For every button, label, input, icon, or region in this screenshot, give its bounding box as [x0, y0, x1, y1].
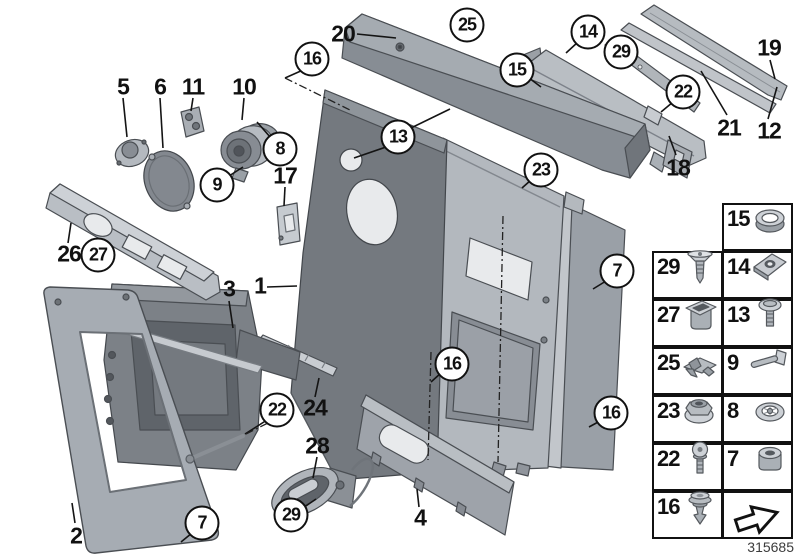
legend-cell-7[interactable]: 7 — [722, 443, 793, 491]
part-trim-strip-12 — [620, 22, 777, 114]
part-speaker-cover-6 — [143, 150, 195, 212]
callout-10[interactable]: 10 — [232, 73, 257, 100]
legend-item-number: 8 — [727, 398, 739, 423]
legend-item-number: 25 — [657, 350, 681, 375]
flange-nut-icon — [680, 389, 720, 440]
leader-lines — [67, 33, 778, 543]
callout-circled-9[interactable]: 9 — [199, 167, 235, 203]
callout-circled-14[interactable]: 14 — [570, 14, 606, 50]
metal-clip-icon — [680, 341, 720, 392]
legend-cell-8[interactable]: 8 — [722, 395, 793, 443]
legend-cell-direction-arrow[interactable] — [722, 491, 793, 539]
callout-1[interactable]: 1 — [254, 272, 267, 299]
legend-item-number: 7 — [727, 446, 739, 471]
part-bracket-11 — [180, 106, 205, 138]
part-switch-trim-26 — [45, 183, 221, 301]
ring-grommet-icon — [750, 197, 790, 248]
legend-cell-13[interactable]: 13 — [722, 298, 793, 347]
callout-circled-27[interactable]: 27 — [80, 237, 116, 273]
part-frame-2 — [43, 286, 220, 554]
legend-cell-16[interactable]: 16 — [652, 491, 723, 539]
callout-19[interactable]: 19 — [757, 34, 782, 61]
part-tweeter-5 — [114, 138, 150, 168]
round-head-screw-icon — [750, 293, 790, 344]
callout-18[interactable]: 18 — [666, 154, 691, 181]
clip-nut-icon — [750, 245, 790, 296]
callout-circled-7[interactable]: 7 — [599, 253, 635, 289]
legend-item-number: 22 — [657, 446, 681, 471]
legend-item-number: 29 — [657, 254, 681, 279]
callout-21[interactable]: 21 — [717, 114, 742, 141]
callout-4[interactable]: 4 — [414, 504, 427, 531]
callout-12[interactable]: 12 — [757, 117, 782, 144]
part-bracket-17 — [276, 202, 301, 246]
legend-item-number: 9 — [727, 350, 739, 375]
part-long-screw-22 — [185, 434, 245, 464]
part-door-panel-1 — [290, 89, 448, 481]
callout-circled-13[interactable]: 13 — [380, 119, 416, 155]
callout-circled-22[interactable]: 22 — [665, 74, 701, 110]
callout-circled-29[interactable]: 29 — [603, 34, 639, 70]
legend-item-number: 15 — [727, 206, 751, 231]
callout-5[interactable]: 5 — [117, 73, 130, 100]
callout-circled-15[interactable]: 15 — [499, 52, 535, 88]
callout-circled-23[interactable]: 23 — [523, 152, 559, 188]
legend-cell-22[interactable]: 22 — [652, 441, 723, 491]
callout-24[interactable]: 24 — [303, 394, 328, 421]
callout-3[interactable]: 3 — [223, 275, 236, 302]
part-trim-strip-19 — [640, 4, 788, 101]
legend-item-number: 27 — [657, 302, 681, 327]
callout-26[interactable]: 26 — [57, 240, 82, 267]
callout-circled-16[interactable]: 16 — [434, 346, 470, 382]
callout-28[interactable]: 28 — [305, 432, 330, 459]
torx-screw-icon — [680, 437, 720, 488]
callout-circled-16[interactable]: 16 — [593, 395, 629, 431]
legend-cell-9[interactable]: 9 — [722, 347, 793, 395]
countersunk-screw-icon — [680, 245, 720, 296]
callout-20[interactable]: 20 — [331, 20, 356, 47]
part-carrier-panel-13 — [433, 137, 565, 478]
collar-nut-icon — [750, 437, 790, 488]
legend-item-number: 16 — [657, 494, 681, 519]
legend-cell-23[interactable]: 23 — [652, 395, 723, 443]
callout-circled-22[interactable]: 22 — [259, 392, 295, 428]
callout-circled-25[interactable]: 25 — [449, 7, 485, 43]
spring-washer-icon — [750, 389, 790, 440]
legend-cell-27[interactable]: 27 — [652, 299, 723, 347]
part-speaker-10 — [220, 123, 281, 183]
drawing-number: 315685 — [747, 539, 794, 555]
legend-item-number: 23 — [657, 398, 681, 423]
legend-item-number: 13 — [727, 302, 751, 327]
legend-cell-15[interactable]: 15 — [722, 203, 793, 251]
expanding-rivet-icon — [680, 485, 720, 536]
legend-item-number: 14 — [727, 254, 751, 279]
part-armrest-top-rail-20 — [341, 13, 651, 179]
legend-cell-25[interactable]: 25 — [652, 347, 723, 395]
part-rail-end-bracket-18 — [662, 139, 693, 179]
callout-circled-29[interactable]: 29 — [273, 497, 309, 533]
construction-lines — [245, 77, 504, 463]
part-clip-22 — [643, 105, 663, 126]
callout-11[interactable]: 11 — [181, 73, 205, 100]
legend-cell-29[interactable]: 29 — [652, 250, 723, 299]
callout-circled-7[interactable]: 7 — [184, 505, 220, 541]
legend-cell-14[interactable]: 14 — [722, 251, 793, 299]
direction-arrow-icon — [730, 496, 788, 543]
pin-icon — [750, 341, 790, 392]
callout-circled-16[interactable]: 16 — [294, 41, 330, 77]
callout-2[interactable]: 2 — [70, 522, 83, 549]
callout-6[interactable]: 6 — [154, 73, 167, 100]
callout-circled-8[interactable]: 8 — [262, 131, 298, 167]
socket-grommet-icon — [680, 293, 720, 344]
part-armrest-4 — [356, 394, 515, 536]
callout-17[interactable]: 17 — [273, 162, 298, 189]
